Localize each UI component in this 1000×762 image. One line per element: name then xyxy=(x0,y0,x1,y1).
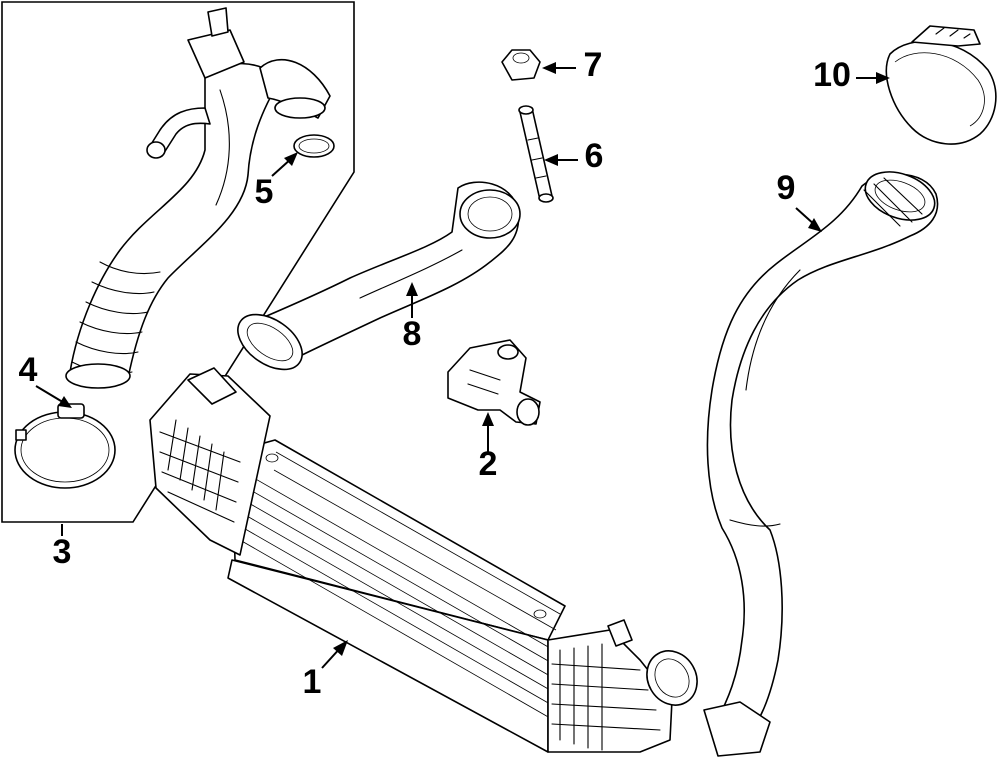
part-3-inlet-duct[interactable] xyxy=(65,7,331,389)
callout-4[interactable]: 4 xyxy=(19,351,72,408)
callout-2[interactable]: 2 xyxy=(479,412,498,483)
callout-8-label: 8 xyxy=(403,315,422,353)
callout-5[interactable]: 5 xyxy=(255,152,298,211)
callout-7[interactable]: 7 xyxy=(542,46,602,84)
callout-1-label: 1 xyxy=(303,663,322,701)
part-4-hose-clamp[interactable] xyxy=(14,403,116,489)
part-7-nut[interactable] xyxy=(501,49,541,81)
callout-1[interactable]: 1 xyxy=(303,640,348,701)
callout-2-label: 2 xyxy=(479,445,498,483)
callout-3-label: 3 xyxy=(53,533,72,571)
callout-3[interactable]: 3 xyxy=(53,524,72,571)
callout-9-label: 9 xyxy=(777,169,796,207)
callout-6[interactable]: 6 xyxy=(544,137,603,175)
callout-9[interactable]: 9 xyxy=(777,169,822,232)
part-5-seal-ring[interactable] xyxy=(293,134,335,158)
part-6-stud[interactable] xyxy=(518,105,554,203)
callout-8[interactable]: 8 xyxy=(403,282,422,353)
callout-10[interactable]: 10 xyxy=(813,56,890,94)
callout-4-label: 4 xyxy=(19,351,38,389)
part-9-outlet-hose[interactable] xyxy=(703,163,941,757)
part-10-clamp[interactable] xyxy=(885,25,997,145)
callout-10-label: 10 xyxy=(813,56,851,94)
part-8-inlet-hose[interactable] xyxy=(228,181,521,381)
callout-6-label: 6 xyxy=(585,137,604,175)
callout-5-label: 5 xyxy=(255,173,274,211)
part-1-intercooler[interactable] xyxy=(149,367,707,753)
part-2-sensor[interactable] xyxy=(447,339,541,426)
callout-7-label: 7 xyxy=(584,46,603,84)
